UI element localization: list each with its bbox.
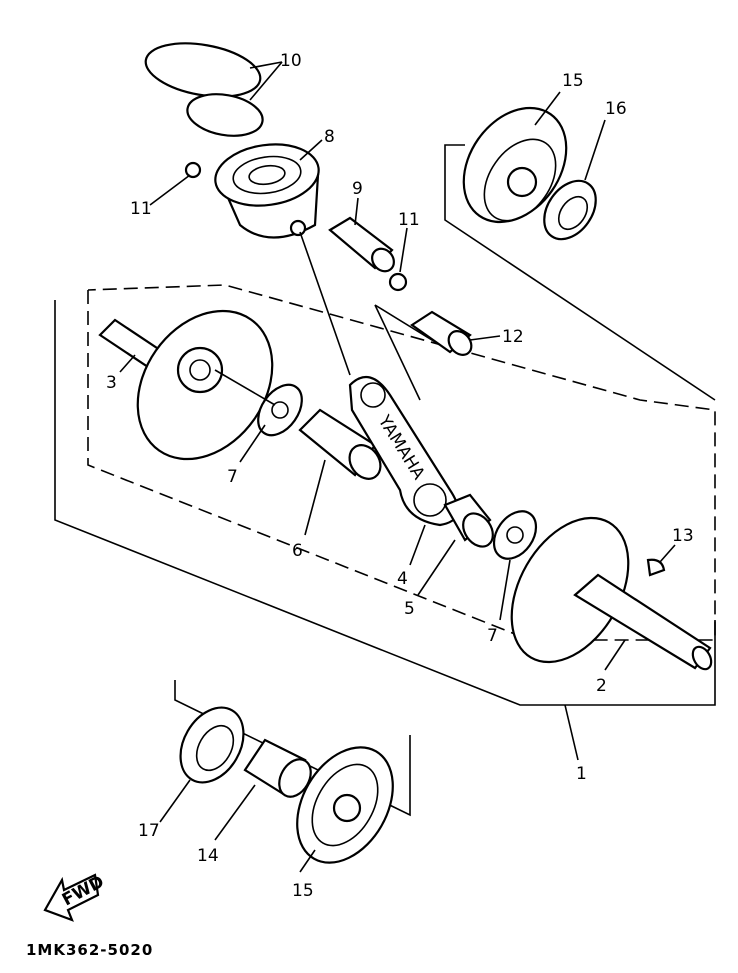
drawing-code: 1MK362-5020 — [26, 941, 153, 959]
label-12: 12 — [502, 327, 524, 347]
leader-lines — [119, 61, 676, 873]
bearing-right-top — [462, 106, 568, 224]
label-11-right: 11 — [398, 210, 420, 230]
label-15-top: 15 — [562, 71, 584, 91]
clip-right — [388, 272, 408, 292]
clip-left — [184, 161, 202, 179]
assembly-bracket-1 — [54, 300, 716, 706]
label-7-right: 7 — [487, 626, 498, 646]
label-6: 6 — [292, 541, 303, 561]
washer-right — [492, 510, 538, 560]
crank-group-outline — [87, 284, 716, 641]
label-16: 16 — [605, 99, 627, 119]
crank-right-half — [510, 516, 713, 671]
piston-pin — [328, 216, 395, 273]
label-1: 1 — [576, 764, 587, 784]
label-7-left: 7 — [227, 467, 238, 487]
woodruff-key — [646, 558, 666, 577]
label-8: 8 — [324, 127, 335, 147]
oil-seal-left — [179, 706, 245, 784]
label-5: 5 — [404, 599, 415, 619]
fwd-arrow-icon: FWD — [43, 872, 108, 922]
label-4: 4 — [397, 569, 408, 589]
piston-rings — [144, 42, 264, 137]
piston — [214, 143, 320, 239]
label-2: 2 — [596, 676, 607, 696]
oil-seal-right — [543, 179, 597, 241]
bearing-left-bottom — [296, 746, 394, 864]
label-13: 13 — [672, 526, 694, 546]
label-15-bottom: 15 — [292, 881, 314, 901]
label-3: 3 — [106, 373, 117, 393]
collar — [243, 738, 312, 798]
crank-pin — [298, 408, 382, 480]
big-end-bearing — [443, 493, 494, 548]
label-14: 14 — [197, 846, 219, 866]
label-10: 10 — [280, 51, 302, 71]
label-11-left: 11 — [130, 199, 152, 219]
label-17: 17 — [138, 821, 160, 841]
fwd-label: FWD — [59, 872, 108, 911]
label-9: 9 — [352, 179, 363, 199]
small-end-bearing — [410, 310, 473, 356]
crank-left-half — [98, 309, 274, 461]
bearing-group-bracket-top — [444, 144, 716, 401]
